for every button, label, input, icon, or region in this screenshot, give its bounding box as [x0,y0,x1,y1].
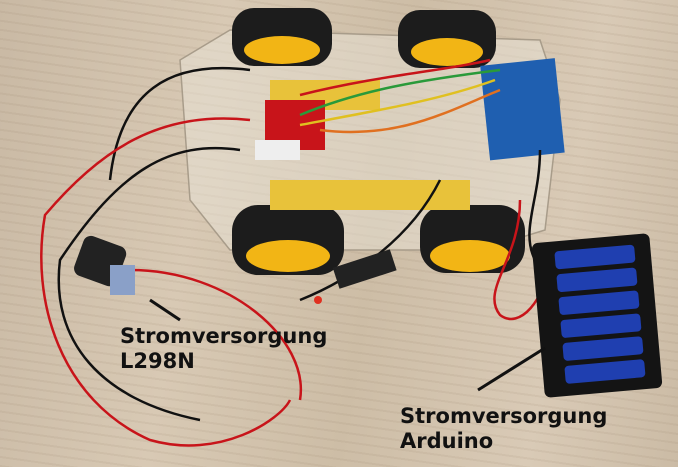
led [314,296,322,304]
wheel-rear-right [420,205,525,273]
label-line: Arduino [400,429,494,453]
9v-battery [74,235,135,295]
label-line: Stromversorgung [120,324,328,348]
label-line: L298N [120,349,195,373]
label-power-l298n: Stromversorgung L298N [120,324,327,374]
wheel-front-left [232,8,332,66]
motor-rear [270,180,470,210]
aa-battery-pack [532,233,663,398]
terminal-block [255,140,300,160]
label-power-arduino: Stromversorgung Arduino [400,404,607,454]
wheel-rear-left [232,205,344,275]
bluetooth-module [332,249,397,289]
pointer-line-arduino [477,346,546,392]
arduino-board [480,58,565,161]
pointer-line-l298n [149,298,181,322]
wheel-front-right [398,10,496,68]
label-line: Stromversorgung [400,404,608,428]
